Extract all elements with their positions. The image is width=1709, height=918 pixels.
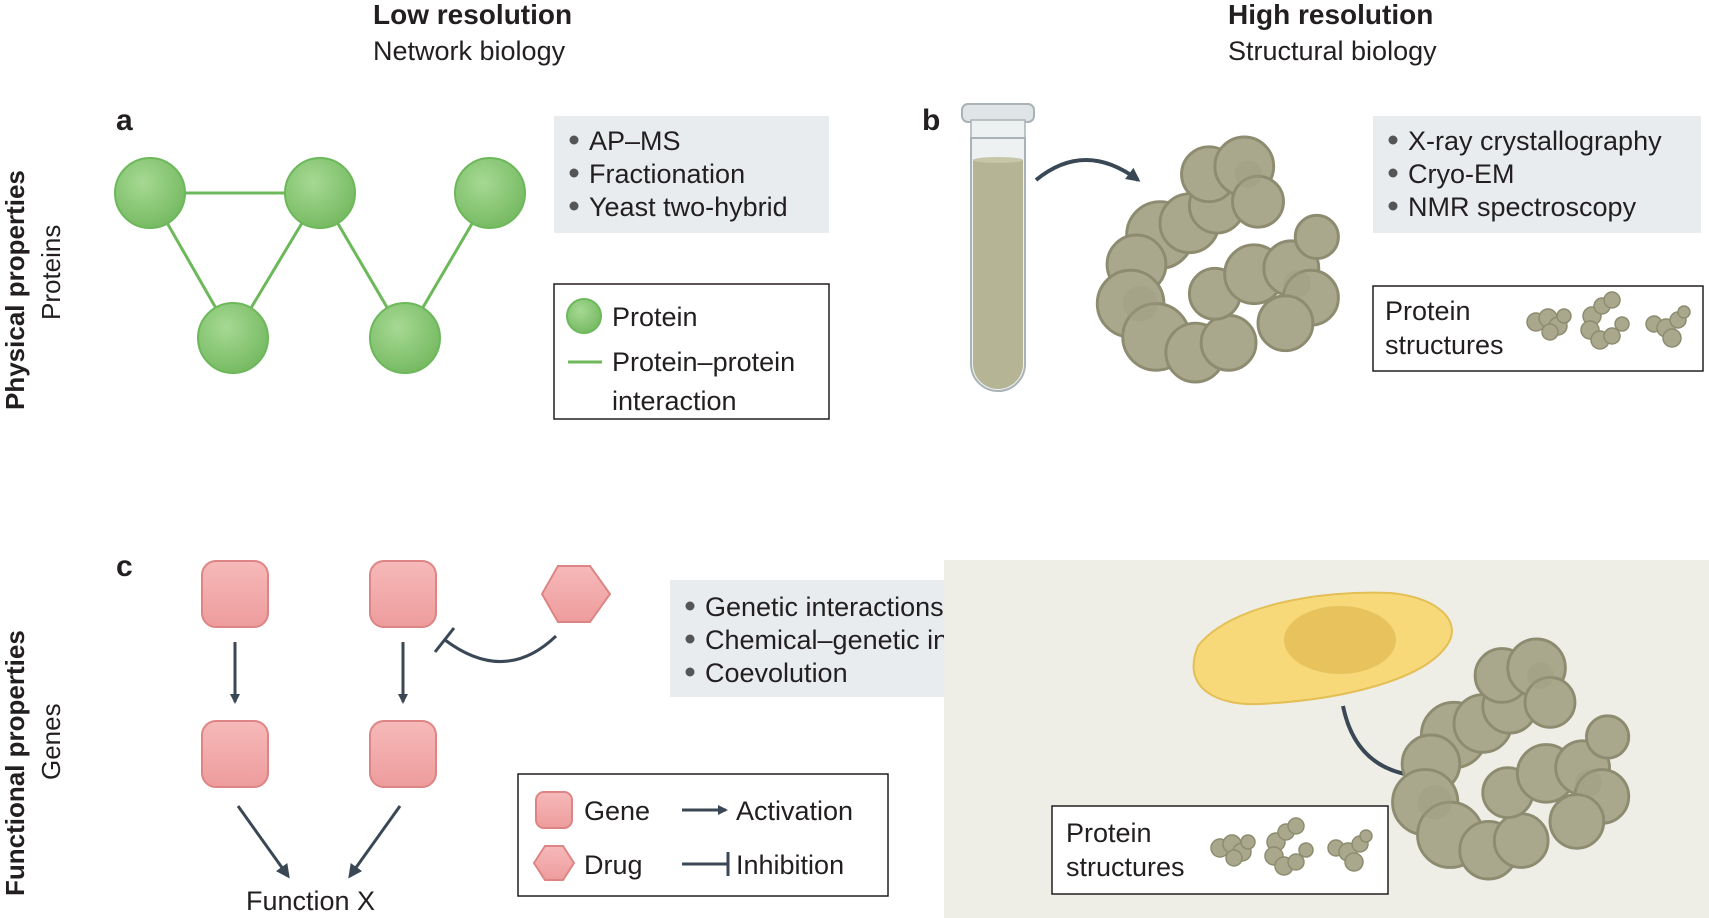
protein-structure-blob	[1095, 135, 1340, 384]
inhibition-bar	[433, 627, 456, 653]
column-subtitle-high: Structural biology	[1228, 36, 1437, 66]
protein-node	[454, 157, 526, 229]
gene-node	[369, 720, 437, 788]
panel-label-b: b	[922, 104, 940, 137]
drug-node	[540, 565, 612, 623]
row-title-functional: Functional properties	[0, 630, 30, 896]
gene-legend-icon	[535, 791, 573, 829]
legend-ppi-label-line1: Protein–protein	[612, 347, 795, 377]
process-arrow	[1034, 158, 1141, 182]
method-item: Coevolution	[705, 658, 848, 688]
column-title-high: High resolution	[1228, 0, 1433, 30]
protein-legend-icon	[566, 298, 602, 334]
legend-structures-line1: Protein	[1066, 818, 1152, 848]
method-item: AP–MS	[589, 126, 681, 156]
row-title-physical: Physical properties	[0, 170, 30, 410]
methods-box-b	[1373, 116, 1701, 233]
legend-protein-label: Protein	[612, 302, 698, 332]
function-label: Function X	[246, 886, 375, 916]
methods-list-c: Genetic interactions Chemical–genetic in…	[685, 592, 1065, 688]
legend-box-a	[553, 283, 830, 420]
method-item: Yeast two-hybrid	[589, 192, 788, 222]
protein-node	[114, 157, 186, 229]
methods-list-a: AP–MS Fractionation Yeast two-hybrid	[569, 126, 788, 222]
row-subtitle-physical: Proteins	[36, 225, 66, 320]
method-item: Genetic interactions	[705, 592, 944, 622]
method-item: Fractionation	[589, 159, 745, 189]
legend-ppi-label-line2: interaction	[612, 386, 737, 416]
test-tube-icon	[961, 103, 1035, 392]
panel-label-c: c	[116, 550, 133, 583]
method-item: NMR spectroscopy	[1408, 192, 1637, 222]
legend-gene-label: Gene	[584, 796, 650, 826]
gene-node	[201, 560, 269, 628]
methods-box-a	[554, 116, 829, 233]
activation-arrow	[236, 805, 290, 879]
column-title-low: Low resolution	[373, 0, 572, 30]
method-item: X-ray crystallography	[1408, 126, 1662, 156]
legend-activation-label: Activation	[736, 796, 853, 826]
panel-label-a: a	[116, 104, 133, 137]
drug-legend-icon	[532, 845, 576, 881]
methods-list-b: X-ray crystallography Cryo-EM NMR spectr…	[1388, 126, 1662, 222]
legend-structures-line1: Protein	[1385, 296, 1471, 326]
row-subtitle-functional: Genes	[36, 703, 66, 780]
activation-arrow	[348, 805, 402, 879]
inhibition-arrow	[444, 634, 558, 663]
protein-node	[197, 302, 269, 374]
inhibition-legend-icon	[682, 852, 730, 876]
legend-structures-line2: structures	[1385, 330, 1504, 360]
legend-structures-line2: structures	[1066, 852, 1185, 882]
method-item: Cryo-EM	[1408, 159, 1515, 189]
legend-drug-label: Drug	[584, 850, 643, 880]
gene-node	[369, 560, 437, 628]
protein-node	[284, 157, 356, 229]
column-subtitle-low: Network biology	[373, 36, 566, 66]
protein-node	[369, 302, 441, 374]
legend-box-c	[517, 773, 889, 897]
legend-inhibition-label: Inhibition	[736, 850, 844, 880]
cell-icon	[1192, 591, 1453, 706]
gene-node	[201, 720, 269, 788]
